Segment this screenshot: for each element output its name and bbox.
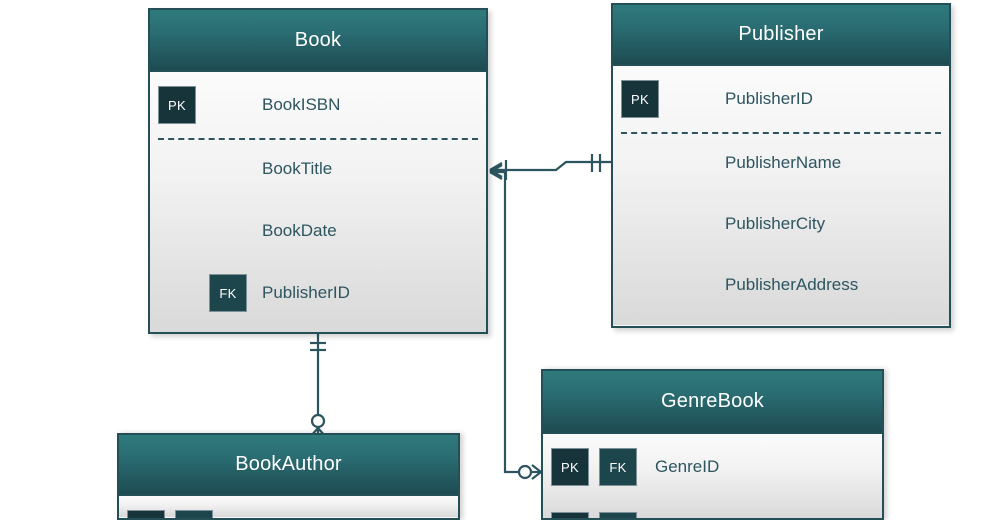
- entity-bookauthor[interactable]: BookAuthor PK FK: [117, 433, 460, 520]
- relationship-book-genrebook[interactable]: [489, 164, 542, 480]
- attribute-row[interactable]: PublisherName: [613, 132, 949, 193]
- attribute-row[interactable]: FK PublisherID: [150, 262, 486, 324]
- entity-title-text: Book: [294, 28, 342, 51]
- attribute-row[interactable]: BookDate: [150, 200, 486, 262]
- badge-slot-empty: [621, 266, 659, 304]
- entity-title-publisher: Publisher: [613, 5, 949, 66]
- attribute-row[interactable]: PK BookISBN: [150, 72, 486, 138]
- badge-slot: PK: [551, 512, 589, 518]
- badge-slot-empty: [158, 150, 196, 188]
- attribute-name: BookISBN: [262, 95, 341, 114]
- attribute-name: PublisherID: [725, 89, 813, 108]
- attribute-row[interactable]: BookTitle: [150, 138, 486, 200]
- entity-body-book: PK BookISBN BookTitle BookDate FK Publis…: [150, 72, 486, 332]
- badge-slot-empty: [621, 205, 659, 243]
- badge-slot: FK: [599, 512, 637, 518]
- attribute-name: BookDate: [262, 221, 337, 240]
- entity-title-book: Book: [150, 10, 486, 72]
- entity-genrebook[interactable]: GenreBook PK FK GenreID PK FK: [541, 369, 884, 520]
- attribute-name: PublisherID: [262, 283, 350, 302]
- entity-body-bookauthor: PK FK: [119, 496, 458, 518]
- attribute-row[interactable]: PK PublisherID: [613, 66, 949, 132]
- entity-title-genrebook: GenreBook: [543, 371, 882, 434]
- attribute-row[interactable]: PublisherCity: [613, 193, 949, 254]
- badge-slot: FK: [209, 274, 247, 312]
- badge-slot: PK: [158, 86, 196, 124]
- entity-body-publisher: PK PublisherID PublisherName PublisherCi…: [613, 66, 949, 325]
- relationship-book-bookauthor[interactable]: [310, 334, 326, 437]
- entity-title-text: GenreBook: [661, 390, 764, 412]
- attribute-row[interactable]: PK FK GenreID: [543, 434, 882, 500]
- badge-slot: PK: [551, 448, 589, 486]
- badge-slot: PK: [127, 510, 165, 518]
- badge-slot-empty: [158, 212, 196, 250]
- fk-badge: FK: [599, 512, 637, 518]
- entity-body-genrebook: PK FK GenreID PK FK: [543, 434, 882, 518]
- attribute-name: PublisherName: [725, 152, 842, 172]
- attribute-row[interactable]: PublisherAddress: [613, 254, 949, 315]
- badge-slot-empty: [621, 144, 659, 182]
- attribute-name: PublisherCity: [725, 213, 826, 233]
- primary-key-separator: [621, 132, 941, 134]
- attribute-name: GenreID: [655, 457, 720, 476]
- attribute-name: PublisherAddress: [725, 274, 859, 294]
- pk-badge: PK: [621, 80, 659, 118]
- attribute-name: BookTitle: [262, 159, 333, 178]
- pk-badge: PK: [127, 510, 165, 518]
- pk-badge: PK: [551, 448, 589, 486]
- pk-badge: PK: [158, 86, 196, 124]
- fk-badge: FK: [209, 274, 247, 312]
- attribute-row[interactable]: PK FK: [119, 496, 458, 518]
- badge-slot: FK: [175, 510, 213, 518]
- pk-badge: PK: [551, 512, 589, 518]
- badge-slot: PK: [621, 80, 659, 118]
- badge-slot: FK: [599, 448, 637, 486]
- fk-badge: FK: [175, 510, 213, 518]
- entity-book[interactable]: Book PK BookISBN BookTitle BookDate FK: [148, 8, 488, 334]
- entity-publisher[interactable]: Publisher PK PublisherID PublisherName P…: [611, 3, 951, 328]
- entity-title-text: Publisher: [738, 23, 824, 45]
- relationship-book-publisher[interactable]: [489, 154, 611, 180]
- fk-badge: FK: [599, 448, 637, 486]
- attribute-row[interactable]: PK FK: [543, 500, 882, 518]
- entity-title-text: BookAuthor: [235, 453, 342, 475]
- primary-key-separator: [158, 138, 478, 140]
- entity-title-bookauthor: BookAuthor: [119, 435, 458, 496]
